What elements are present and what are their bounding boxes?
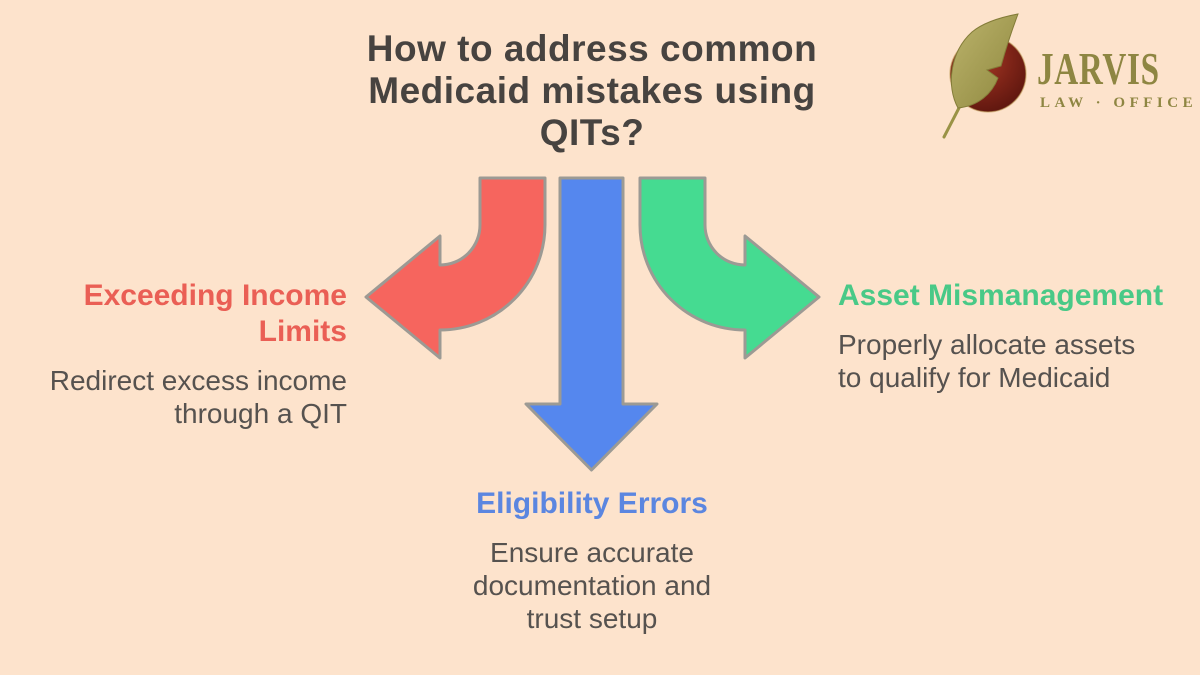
down-arrow-icon: [524, 176, 659, 472]
logo-name: JARVIS: [1037, 43, 1160, 94]
desc-line: Properly allocate assets: [838, 329, 1136, 360]
page-title: How to address common Medicaid mistakes …: [292, 28, 892, 154]
title-line-2: Medicaid mistakes using: [368, 70, 816, 111]
desc-line: through a QIT: [174, 398, 347, 429]
section-label-exceeding-income-limits: Exceeding Income Limits: [83, 279, 347, 348]
title-line-1: How to address common: [366, 28, 818, 69]
quill-circle-icon: [942, 13, 1027, 139]
desc-line: Ensure accurate: [490, 537, 694, 568]
logo-tagline: LAW · OFFICE: [1040, 95, 1198, 111]
desc-line: Redirect excess income: [49, 365, 347, 396]
section-desc-asset-mismanagement: Properly allocate assets to qualify for …: [838, 328, 1190, 394]
left-curved-arrow-icon: [364, 176, 547, 360]
title-line-3: QITs?: [539, 112, 645, 153]
section-exceeding-income-limits: Exceeding Income Limits Redirect excess …: [0, 278, 347, 430]
desc-line: trust setup: [526, 603, 658, 634]
section-desc-exceeding-income-limits: Redirect excess income through a QIT: [0, 364, 347, 430]
section-label-eligibility-errors: Eligibility Errors: [476, 487, 708, 520]
right-curved-arrow-icon: [638, 176, 821, 360]
section-asset-mismanagement: Asset Mismanagement Properly allocate as…: [838, 278, 1190, 394]
section-desc-eligibility-errors: Ensure accurate documentation and trust …: [392, 536, 792, 635]
section-eligibility-errors: Eligibility Errors Ensure accurate docum…: [392, 486, 792, 635]
desc-line: documentation and: [472, 570, 712, 601]
desc-line: to qualify for Medicaid: [838, 362, 1111, 393]
jarvis-law-office-logo: JARVIS LAW · OFFICE: [935, 8, 1195, 140]
section-label-asset-mismanagement: Asset Mismanagement: [838, 279, 1164, 312]
